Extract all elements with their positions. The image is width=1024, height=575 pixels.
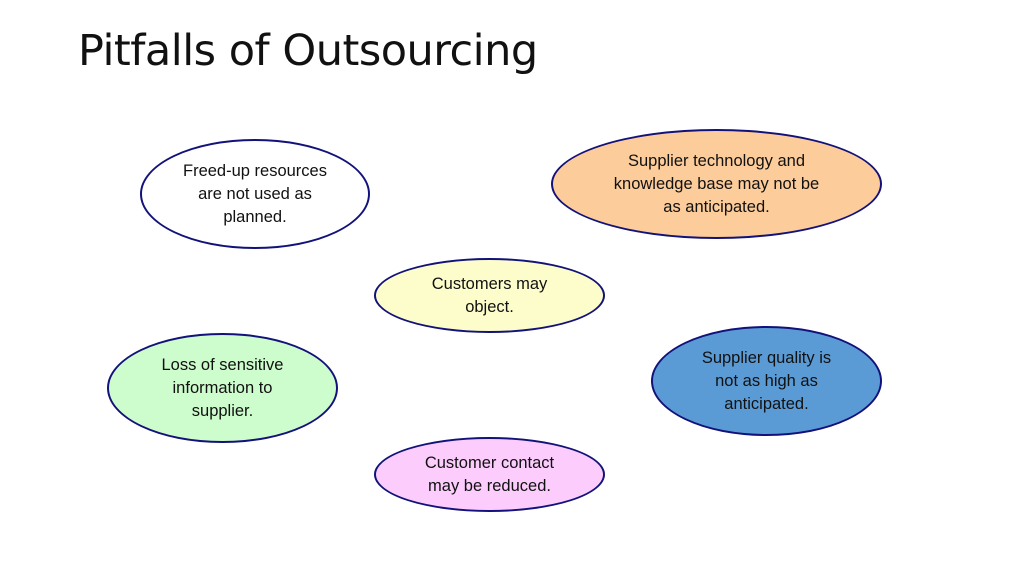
bubble-supplier-technology: Supplier technology and knowledge base m… (551, 129, 882, 239)
bubble-customer-contact-reduced: Customer contact may be reduced. (374, 437, 605, 512)
bubble-supplier-quality: Supplier quality is not as high as antic… (651, 326, 882, 436)
bubble-text: Supplier technology and knowledge base m… (613, 151, 820, 216)
bubble-text: Freed-up resources are not used as plann… (183, 161, 327, 226)
bubble-freed-up-resources: Freed-up resources are not used as plann… (140, 139, 370, 249)
bubble-text: Supplier quality is not as high as antic… (701, 348, 832, 413)
bubble-text: Customers may object. (431, 274, 548, 316)
slide-title: Pitfalls of Outsourcing (78, 26, 538, 76)
bubble-customers-may-object: Customers may object. (374, 258, 605, 333)
bubble-text: Loss of sensitive information to supplie… (161, 355, 284, 420)
bubble-loss-of-sensitive-information: Loss of sensitive information to supplie… (107, 333, 338, 443)
bubble-text: Customer contact may be reduced. (424, 453, 555, 495)
